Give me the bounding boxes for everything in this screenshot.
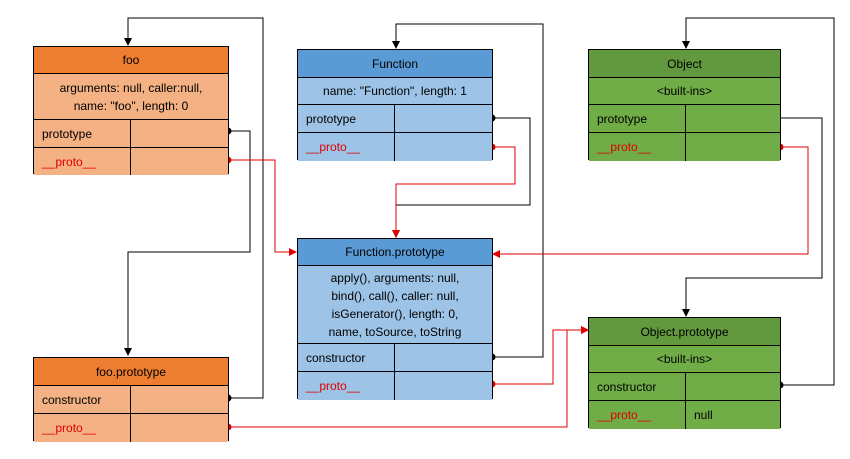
foo-prototype-box: foo.prototype constructor __proto__ — [33, 357, 229, 442]
function-prototype-title: Function.prototype — [345, 245, 445, 259]
foo-prototype-constructor-row: constructor — [34, 386, 228, 414]
function-prototype-row: prototype — [298, 105, 492, 133]
foo-prototype-proto-row: __proto__ — [34, 414, 228, 442]
function-prototype-info-line: bind(), call(), caller: null, — [331, 288, 459, 303]
object-proto-label: __proto__ — [597, 140, 652, 154]
function-prototype-constructor-label: constructor — [306, 350, 366, 365]
foo-prototype-link — [124, 130, 251, 356]
function-proto-label: __proto__ — [306, 140, 361, 154]
object-prototype-proto-value: null — [694, 408, 713, 422]
function-prototype-info-line: apply(), arguments: null, — [330, 270, 460, 285]
object-info: <built-ins> — [589, 78, 780, 105]
object-prototype-info-text: <built-ins> — [656, 352, 713, 366]
object-prototype-link — [682, 117, 823, 317]
function-title: Function — [371, 56, 419, 71]
function-prototype-info-line: isGenerator(), length: 0, — [331, 306, 459, 321]
function-prototype-constructor-link — [392, 23, 544, 358]
foo-prototype-title: foo.prototype — [95, 364, 167, 379]
function-prototype-info-line: name, toSource, toString — [328, 324, 462, 339]
foo-info-line: arguments: null, caller:null, — [59, 80, 203, 95]
object-box: Object <built-ins> prototype __proto__ — [588, 49, 781, 161]
object-prototype-constructor-label: constructor — [597, 379, 657, 394]
foo-proto-row: __proto__ — [34, 148, 228, 175]
foo-prototype-header: foo.prototype — [34, 358, 228, 386]
object-header: Object — [589, 50, 780, 78]
object-prototype-title: Object.prototype — [640, 324, 729, 339]
object-prototype-header: Object.prototype — [589, 318, 780, 346]
function-info: name: "Function", length: 1 — [298, 78, 492, 105]
function-prototype-box: Function.prototype apply(), arguments: n… — [297, 238, 493, 400]
object-prototype-proto-row: __proto__ null — [589, 401, 780, 429]
foo-proto-link — [228, 159, 297, 256]
function-prototype-header: Function.prototype — [298, 239, 492, 266]
object-prototype-label: prototype — [597, 111, 648, 126]
object-info-text: <built-ins> — [656, 84, 713, 98]
function-prototype-constructor-row: constructor — [298, 344, 492, 372]
function-info-text: name: "Function", length: 1 — [323, 84, 467, 98]
function-header: Function — [298, 50, 492, 78]
object-title: Object — [667, 56, 702, 71]
function-prototype-proto-label: __proto__ — [306, 379, 361, 393]
foo-box: foo arguments: null, caller:null, name: … — [33, 46, 229, 175]
foo-info: arguments: null, caller:null, name: "foo… — [34, 74, 228, 120]
foo-prototype-proto-link — [228, 326, 589, 428]
object-prototype-constructor-link — [682, 17, 835, 386]
object-prototype-proto-label: __proto__ — [597, 408, 652, 422]
object-prototype-info: <built-ins> — [589, 346, 780, 373]
foo-info-line: name: "foo", length: 0 — [73, 98, 189, 113]
object-proto-link — [492, 146, 809, 258]
object-prototype-box: Object.prototype <built-ins> constructor… — [588, 317, 781, 429]
function-prototype-proto-row: __proto__ — [298, 372, 492, 400]
object-proto-row: __proto__ — [589, 133, 780, 161]
foo-title: foo — [122, 53, 140, 67]
foo-header: foo — [34, 47, 228, 74]
foo-proto-label: __proto__ — [42, 154, 97, 169]
function-prototype-info: apply(), arguments: null, bind(), call()… — [298, 266, 492, 344]
foo-prototype-proto-label: __proto__ — [42, 421, 97, 435]
function-box: Function name: "Function", length: 1 pro… — [297, 49, 493, 161]
foo-prototype-constructor-label: constructor — [42, 392, 102, 407]
foo-prototype-constructor-link — [124, 17, 264, 399]
foo-prototype-row: prototype — [34, 120, 228, 148]
object-prototype-constructor-row: constructor — [589, 373, 780, 401]
object-prototype-row: prototype — [589, 105, 780, 133]
function-proto-link — [392, 146, 516, 238]
foo-prototype-label: prototype — [42, 126, 93, 141]
function-proto-row: __proto__ — [298, 133, 492, 161]
function-prototype-label: prototype — [306, 111, 357, 126]
